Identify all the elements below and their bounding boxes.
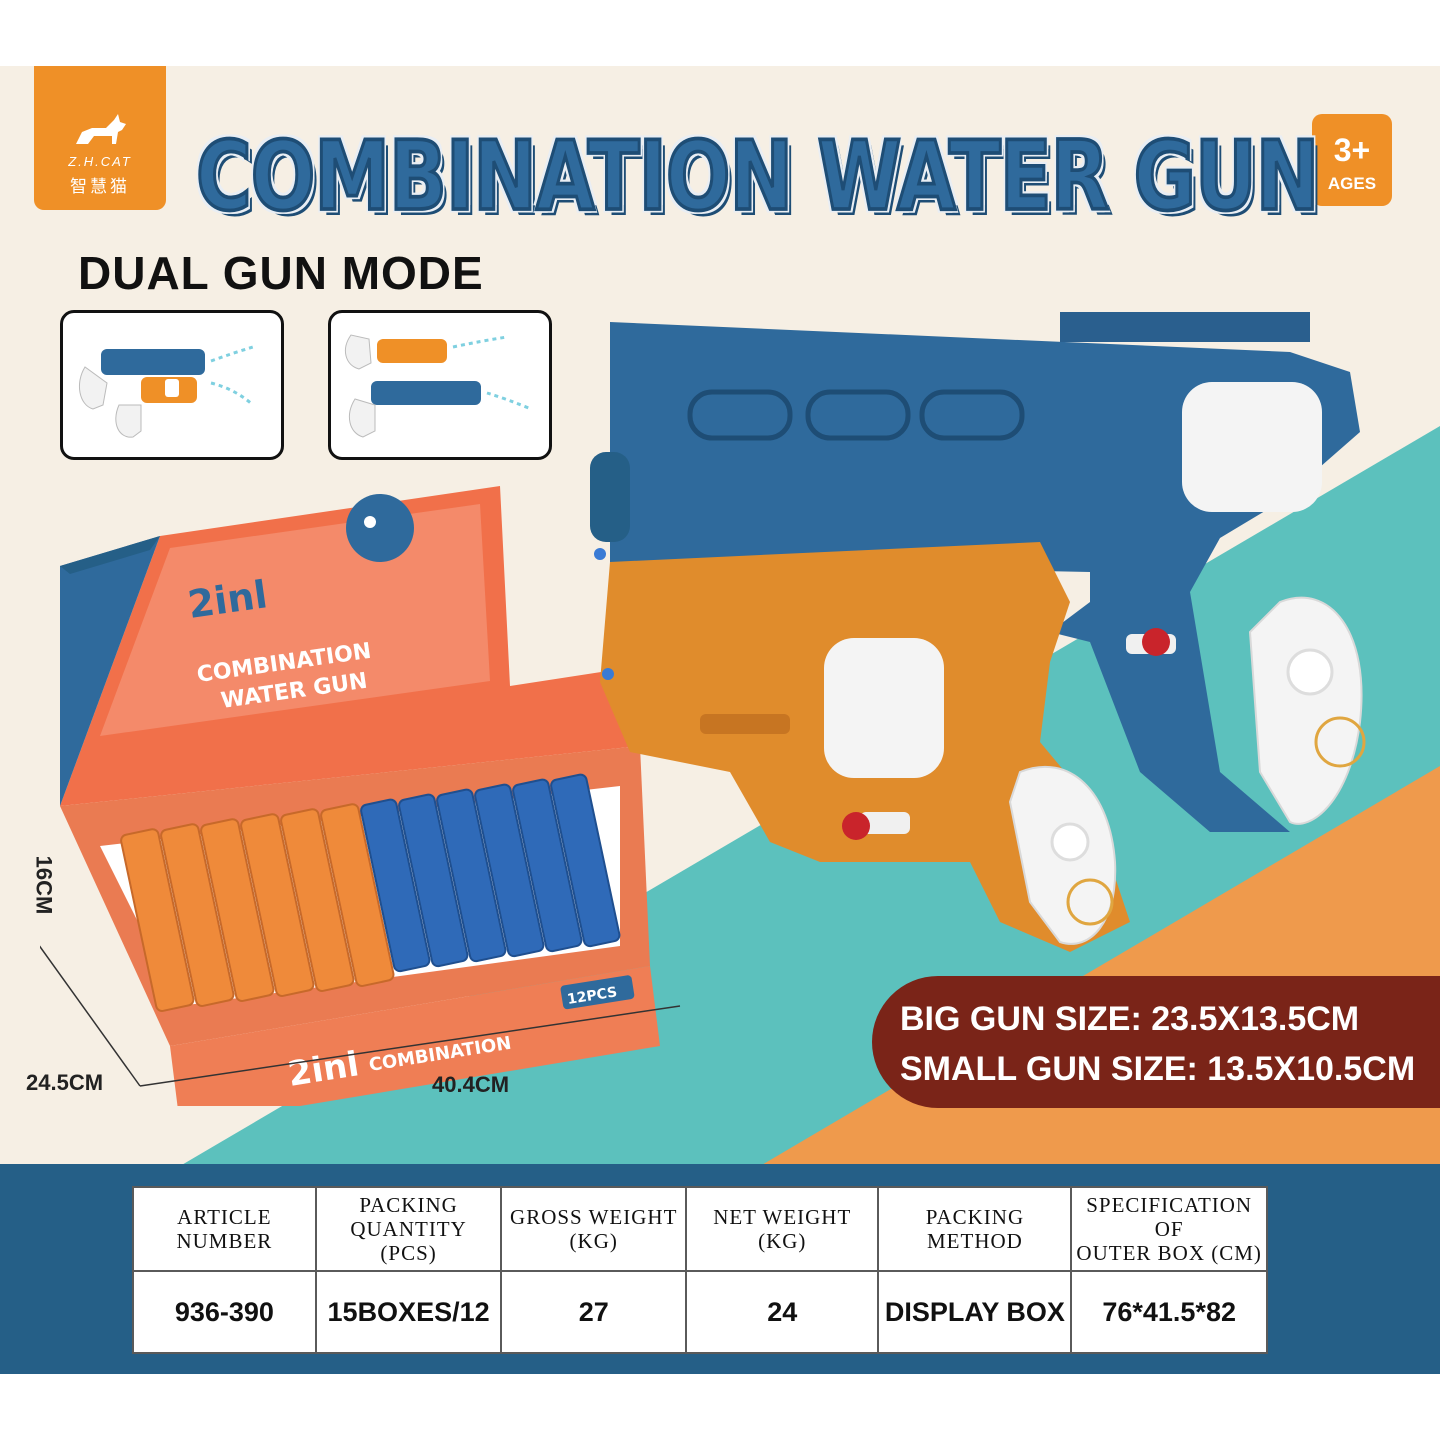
value-packing-method: DISPLAY BOX xyxy=(877,1270,1073,1354)
display-box-brand: 2inl xyxy=(185,572,270,627)
spec-table-value-row: 936-390 15BOXES/12 27 24 DISPLAY BOX 76*… xyxy=(132,1270,1268,1354)
small-gun-size: SMALL GUN SIZE: 13.5X10.5CM xyxy=(900,1050,1416,1088)
header-packing-quantity: PACKING QUANTITY(PCS) xyxy=(314,1186,503,1272)
display-box-count-badge: 12PCS xyxy=(566,984,618,1008)
spec-table-header-row: ARTICLE NUMBER PACKING QUANTITY(PCS) GRO… xyxy=(132,1186,1268,1272)
brand-name-cn: 智慧猫 xyxy=(70,177,130,197)
box-width-label: 40.4CM xyxy=(432,1072,510,1097)
value-article-number: 936-390 xyxy=(132,1270,317,1354)
box-depth-label: 24.5CM xyxy=(26,1070,104,1095)
split-gun-illustration xyxy=(344,334,532,438)
age-value: 3+ xyxy=(1333,132,1371,168)
brand-logo: Z.H.CAT 智慧猫 xyxy=(34,66,166,210)
value-net-weight: 24 xyxy=(685,1270,880,1354)
header-gross-weight: GROSS WEIGHT(KG) xyxy=(500,1186,688,1272)
cat-icon xyxy=(76,114,126,144)
value-gross-weight: 27 xyxy=(500,1270,688,1354)
combination-water-gun-image xyxy=(590,312,1366,952)
age-badge: 3+ AGES xyxy=(1312,114,1392,206)
header-packing-method: PACKING METHOD xyxy=(877,1186,1073,1272)
poster: Z.H.CAT 智慧猫 3+ AGES COMBINATION WATER GU… xyxy=(0,66,1440,1374)
page-title: COMBINATION WATER GUN xyxy=(195,118,1321,233)
big-gun-size: BIG GUN SIZE: 23.5X13.5CM xyxy=(900,1000,1360,1038)
box-height-label: 16CM xyxy=(31,855,57,915)
spec-table: ARTICLE NUMBER PACKING QUANTITY(PCS) GRO… xyxy=(132,1186,1268,1354)
header-article-number: ARTICLE NUMBER xyxy=(132,1186,317,1272)
value-outer-box-spec: 76*41.5*82 xyxy=(1070,1270,1268,1354)
brand-name-en: Z.H.CAT xyxy=(68,154,132,169)
age-label: AGES xyxy=(1327,174,1377,193)
combined-gun-illustration xyxy=(78,345,254,438)
header-net-weight: NET WEIGHT(KG) xyxy=(685,1186,880,1272)
dual-gun-mode-title: DUAL GUN MODE xyxy=(78,247,484,299)
dual-mode-thumbnail-2 xyxy=(328,310,552,460)
dual-mode-thumbnail-1 xyxy=(60,310,284,460)
display-box-illustration: 2inl COMBINATION WATER GUN 2inl COMBINAT… xyxy=(40,486,681,1106)
value-packing-quantity: 15BOXES/12 xyxy=(314,1270,503,1354)
gun-size-banner: BIG GUN SIZE: 23.5X13.5CM SMALL GUN SIZE… xyxy=(872,976,1440,1108)
